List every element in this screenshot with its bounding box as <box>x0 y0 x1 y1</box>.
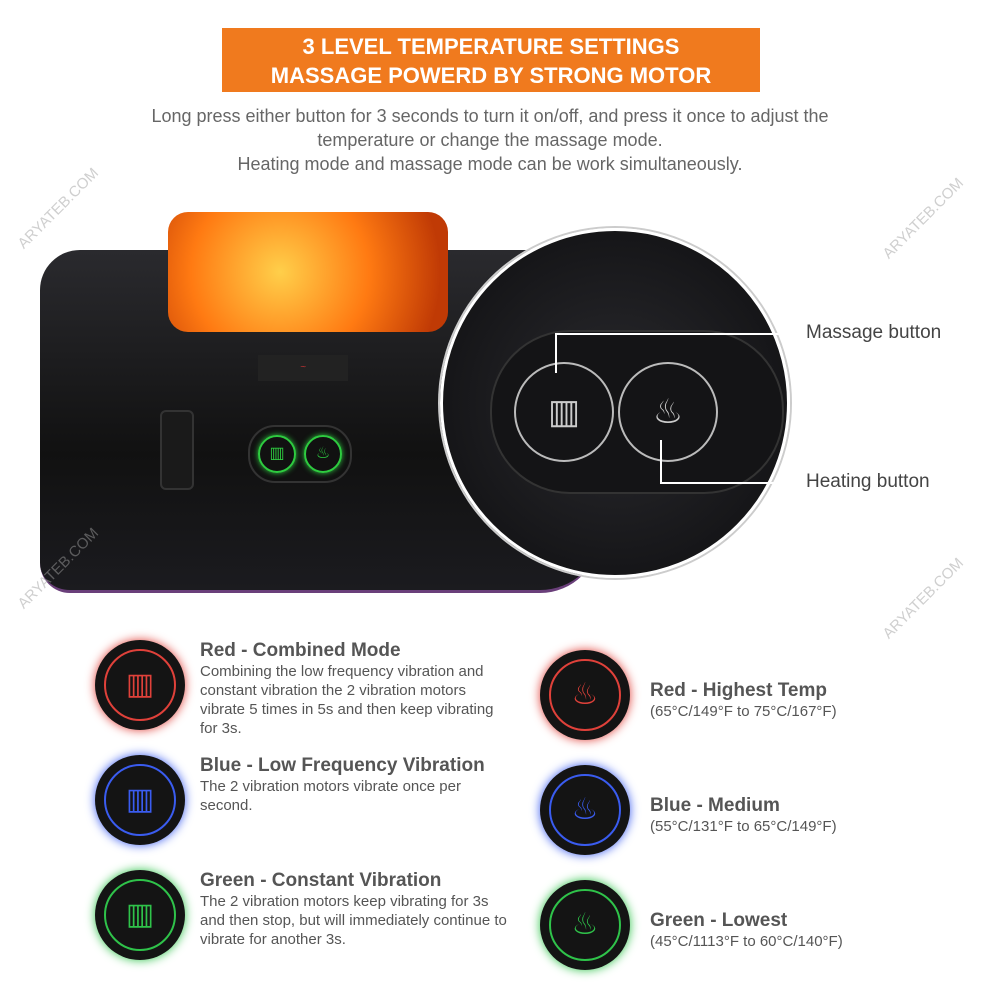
mode-title: Red - Combined Mode <box>200 640 401 661</box>
banner-line-2: MASSAGE POWERD BY STRONG MOTOR <box>270 63 712 88</box>
connector <box>160 410 194 490</box>
vibration-item: Blue - Low Frequency Vibration The 2 vib… <box>200 755 510 815</box>
mode-title: Green - Constant Vibration <box>200 870 442 891</box>
heating-leader-line <box>660 482 795 484</box>
watermark: ARYATEB.COM <box>14 164 103 253</box>
mode-description: Combining the low frequency vibration an… <box>200 663 494 737</box>
flame-indicator: ♨ <box>540 765 630 855</box>
massage-icon: ▥ <box>258 435 296 473</box>
watermark: ARYATEB.COM <box>879 554 968 643</box>
flame-item: Blue - Medium (55°C/131°F to 65°C/149°F) <box>650 795 960 836</box>
heating-button-label: Heating button <box>806 471 930 492</box>
control-panel: ▥ ♨ <box>248 425 352 483</box>
ring <box>549 889 621 961</box>
mode-title: Green - Lowest <box>650 910 788 931</box>
watermark: ARYATEB.COM <box>879 174 968 263</box>
intro-line-1: Long press either button for 3 seconds t… <box>151 106 829 126</box>
heating-pad <box>168 212 448 332</box>
vibration-item: Green - Constant Vibration The 2 vibrati… <box>200 870 510 949</box>
mode-description: (45°C/1113°F to 60°C/140°F) <box>650 933 843 950</box>
vibration-icon: ▥ <box>125 783 155 816</box>
ring <box>104 879 176 951</box>
ring <box>104 764 176 836</box>
vibration-icon: ▥ <box>125 668 155 701</box>
flame-icon: ♨ <box>571 678 599 711</box>
heating-leader-drop <box>660 440 662 484</box>
flame-icon: ♨ <box>571 908 599 941</box>
brand-logo: ~ <box>258 355 348 381</box>
massage-leader-line <box>555 333 795 335</box>
intro-line-3: Heating mode and massage mode can be wor… <box>237 154 743 174</box>
title-banner: 3 LEVEL TEMPERATURE SETTINGS MASSAGE POW… <box>222 28 760 92</box>
mode-description: (55°C/131°F to 65°C/149°F) <box>650 818 837 835</box>
mode-title: Blue - Medium <box>650 795 780 816</box>
massage-button-icon: ▥ <box>514 362 614 462</box>
massage-button-label: Massage button <box>806 322 942 343</box>
mode-title: Blue - Low Frequency Vibration <box>200 755 485 776</box>
intro-line-2: temperature or change the massage mode. <box>317 130 663 150</box>
flame-indicator: ♨ <box>540 880 630 970</box>
vibration-indicator: ▥ <box>95 870 185 960</box>
flame-item: Red - Highest Temp (65°C/149°F to 75°C/1… <box>650 680 960 721</box>
ring <box>549 774 621 846</box>
flame-indicator: ♨ <box>540 650 630 740</box>
mode-description: (65°C/149°F to 75°C/167°F) <box>650 703 837 720</box>
mode-description: The 2 vibration motors vibrate once per … <box>200 778 461 814</box>
mode-title: Red - Highest Temp <box>650 680 827 701</box>
vibration-indicator: ▥ <box>95 640 185 730</box>
massage-leader-drop <box>555 333 557 373</box>
flame-item: Green - Lowest (45°C/1113°F to 60°C/140°… <box>650 910 960 951</box>
vibration-icon: ▥ <box>125 898 155 931</box>
vibration-item: Red - Combined Mode Combining the low fr… <box>200 640 510 738</box>
intro-text: Long press either button for 3 seconds t… <box>60 104 920 176</box>
ring <box>549 659 621 731</box>
heating-button-icon: ♨ <box>618 362 718 462</box>
ring <box>104 649 176 721</box>
zoomed-control-panel: ▥ ♨ <box>490 330 784 494</box>
flame-icon: ♨ <box>304 435 342 473</box>
mode-description: The 2 vibration motors keep vibrating fo… <box>200 893 507 948</box>
vibration-indicator: ▥ <box>95 755 185 845</box>
flame-icon: ♨ <box>571 793 599 826</box>
banner-line-1: 3 LEVEL TEMPERATURE SETTINGS <box>302 34 680 59</box>
